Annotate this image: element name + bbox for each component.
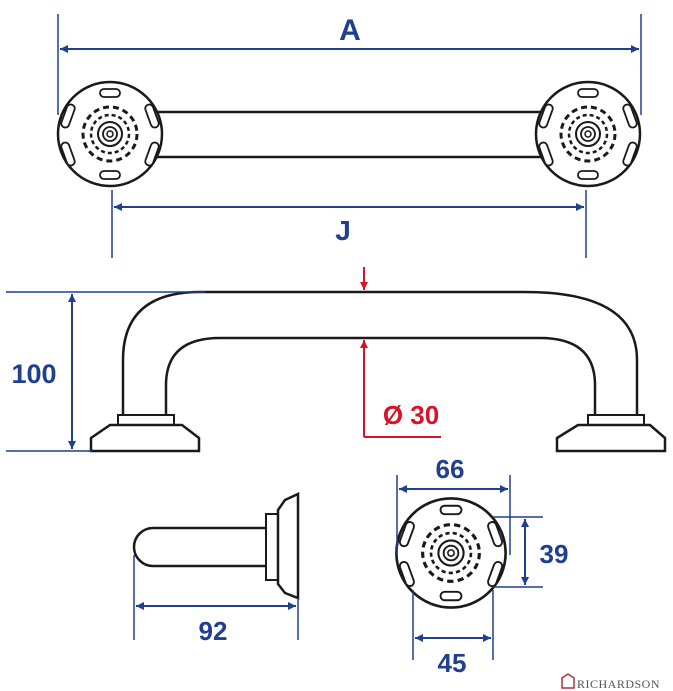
left-flange-top <box>56 80 164 188</box>
right-flange-side <box>555 414 667 453</box>
bar-end-collar <box>265 513 279 581</box>
end-view: 92 <box>132 492 300 646</box>
brand-logo: RICHARDSON <box>561 673 660 691</box>
dimension-label-66: 66 <box>436 454 465 484</box>
dimension-label-a: A <box>339 14 361 47</box>
bar-outline-inner <box>164 336 597 415</box>
dimension-label-100: 100 <box>11 359 56 389</box>
side-view: 100 Ø 30 <box>6 267 667 453</box>
dimension-label-j: J <box>335 215 351 246</box>
flange-front-view: 66 39 45 <box>394 454 569 678</box>
brand-shield-icon <box>561 673 575 689</box>
dimension-label-45: 45 <box>438 648 467 678</box>
right-flange-top <box>534 80 642 188</box>
bar-outline-outer <box>121 290 639 415</box>
diameter-label: Ø 30 <box>383 400 439 430</box>
top-view: A J <box>56 14 642 258</box>
left-flange-side <box>89 414 201 453</box>
bar-end-flange <box>276 492 300 600</box>
brand-name: RICHARDSON <box>577 677 660 691</box>
bar-tube-top <box>148 110 552 159</box>
dimension-label-39: 39 <box>540 539 569 569</box>
bar-end-tube <box>132 526 266 568</box>
dimension-label-92: 92 <box>199 616 228 646</box>
